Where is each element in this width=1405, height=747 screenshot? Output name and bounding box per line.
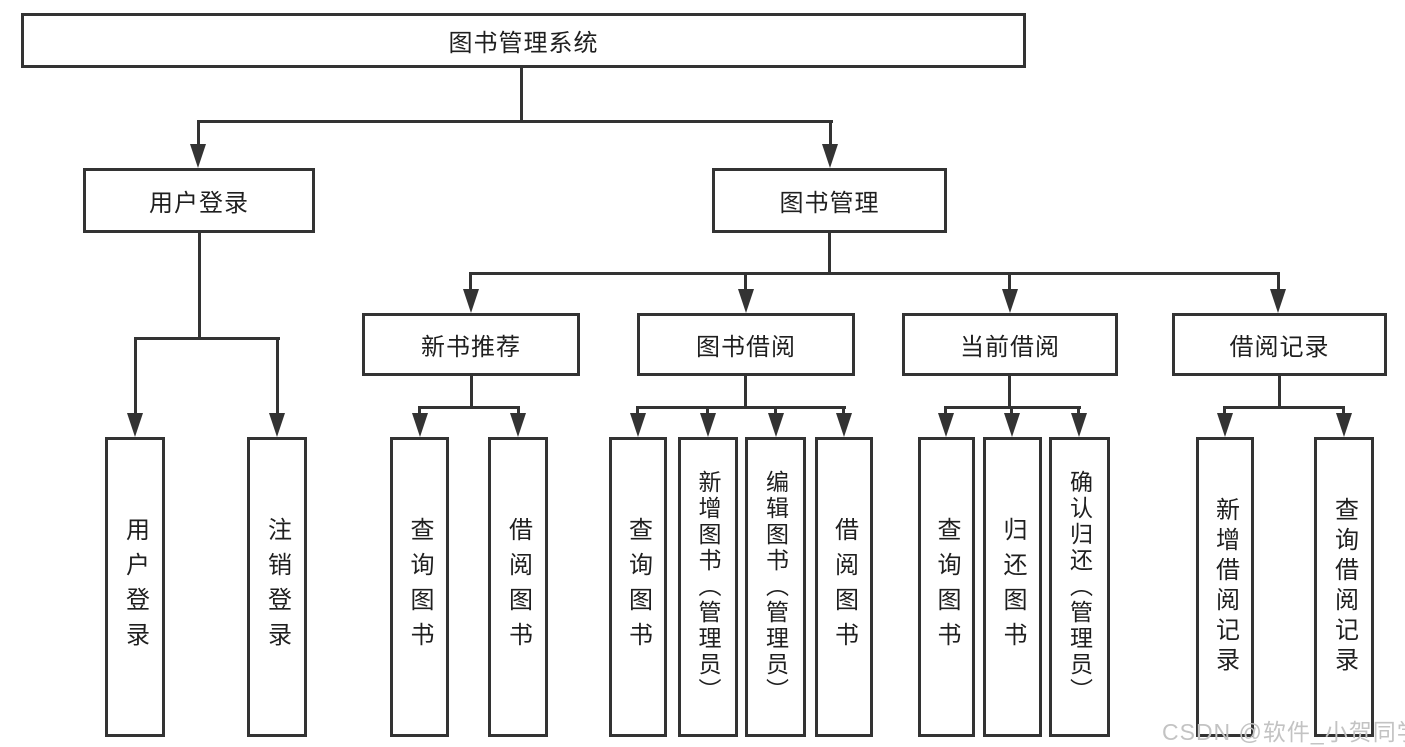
leaf-query-books: 查询图书: [390, 437, 449, 737]
arrowhead-bb-borrow: [836, 413, 852, 437]
node-system-root: 图书管理系统: [21, 13, 1026, 68]
leaf-logout: 注销登录: [247, 437, 307, 737]
arrowhead-borrow-records: [1270, 289, 1286, 313]
node-book-management: 图书管理: [712, 168, 947, 233]
leaf-query-borrow-record: 查询借阅记录: [1314, 437, 1374, 737]
arrowhead-book-borrow: [738, 289, 754, 313]
leaf-add-borrow-record: 新增借阅记录: [1196, 437, 1254, 737]
arrowhead-br-add: [1217, 413, 1233, 437]
arrowhead-cb-return: [1004, 413, 1020, 437]
connector-br-vline: [1278, 374, 1281, 409]
leaf-borrow-books-2: 借阅图书: [815, 437, 873, 737]
connector-bb-hbar: [636, 406, 846, 409]
connector-root-drop-left: [197, 120, 200, 150]
connector-nbr-vline: [470, 374, 473, 409]
leaf-return-books: 归还图书: [983, 437, 1042, 737]
connector-bookmgmt-hbar: [470, 272, 1280, 275]
connector-bookmgmt-drop4: [1277, 272, 1280, 294]
node-new-book-recommend: 新书推荐: [362, 313, 580, 376]
connector-cb-vline: [1008, 374, 1011, 409]
connector-root-vline: [520, 66, 523, 122]
leaf-borrow-books: 借阅图书: [488, 437, 548, 737]
arrowhead-current-borrow: [1002, 289, 1018, 313]
arrowhead-nbr-borrow: [510, 413, 526, 437]
arrowhead-book-mgmt: [822, 144, 838, 168]
connector-br-hbar: [1223, 406, 1345, 409]
csdn-watermark: CSDN @软件_小贺同学: [1162, 719, 1405, 745]
leaf-add-books-admin: 新增图书（管理员）: [678, 437, 738, 737]
leaf-user-login: 用户登录: [105, 437, 165, 737]
leaf-query-books-3: 查询图书: [918, 437, 975, 737]
arrowhead-leaf-logout: [269, 413, 285, 437]
connector-bb-vline: [744, 374, 747, 409]
node-user-login: 用户登录: [83, 168, 315, 233]
arrowhead-bb-add: [700, 413, 716, 437]
arrowhead-cb-confirm: [1071, 413, 1087, 437]
arrowhead-bb-query: [630, 413, 646, 437]
arrowhead-br-query: [1336, 413, 1352, 437]
arrowhead-cb-query: [938, 413, 954, 437]
connector-nbr-hbar: [418, 406, 520, 409]
leaf-query-books-2: 查询图书: [609, 437, 667, 737]
connector-bookmgmt-vline: [828, 230, 831, 275]
connector-userlogin-drop1: [134, 337, 137, 419]
connector-userlogin-vline: [198, 230, 201, 340]
arrowhead-bb-edit: [768, 413, 784, 437]
leaf-confirm-return-admin: 确认归还（管理员）: [1049, 437, 1110, 737]
connector-userlogin-drop2: [276, 337, 279, 419]
arrowhead-nbr-query: [412, 413, 428, 437]
connector-root-drop-right: [829, 120, 832, 150]
arrowhead-leaf-user-login: [127, 413, 143, 437]
connector-bookmgmt-drop2: [744, 272, 747, 294]
node-borrowing-records: 借阅记录: [1172, 313, 1387, 376]
leaf-edit-books-admin: 编辑图书（管理员）: [745, 437, 806, 737]
connector-bookmgmt-drop3: [1008, 272, 1011, 294]
connector-bookmgmt-drop1: [469, 272, 472, 294]
node-current-borrowing: 当前借阅: [902, 313, 1118, 376]
connector-root-hbar: [197, 120, 833, 123]
connector-userlogin-hbar: [134, 337, 280, 340]
node-book-borrowing: 图书借阅: [637, 313, 855, 376]
arrowhead-user-login: [190, 144, 206, 168]
arrowhead-new-book-rec: [463, 289, 479, 313]
